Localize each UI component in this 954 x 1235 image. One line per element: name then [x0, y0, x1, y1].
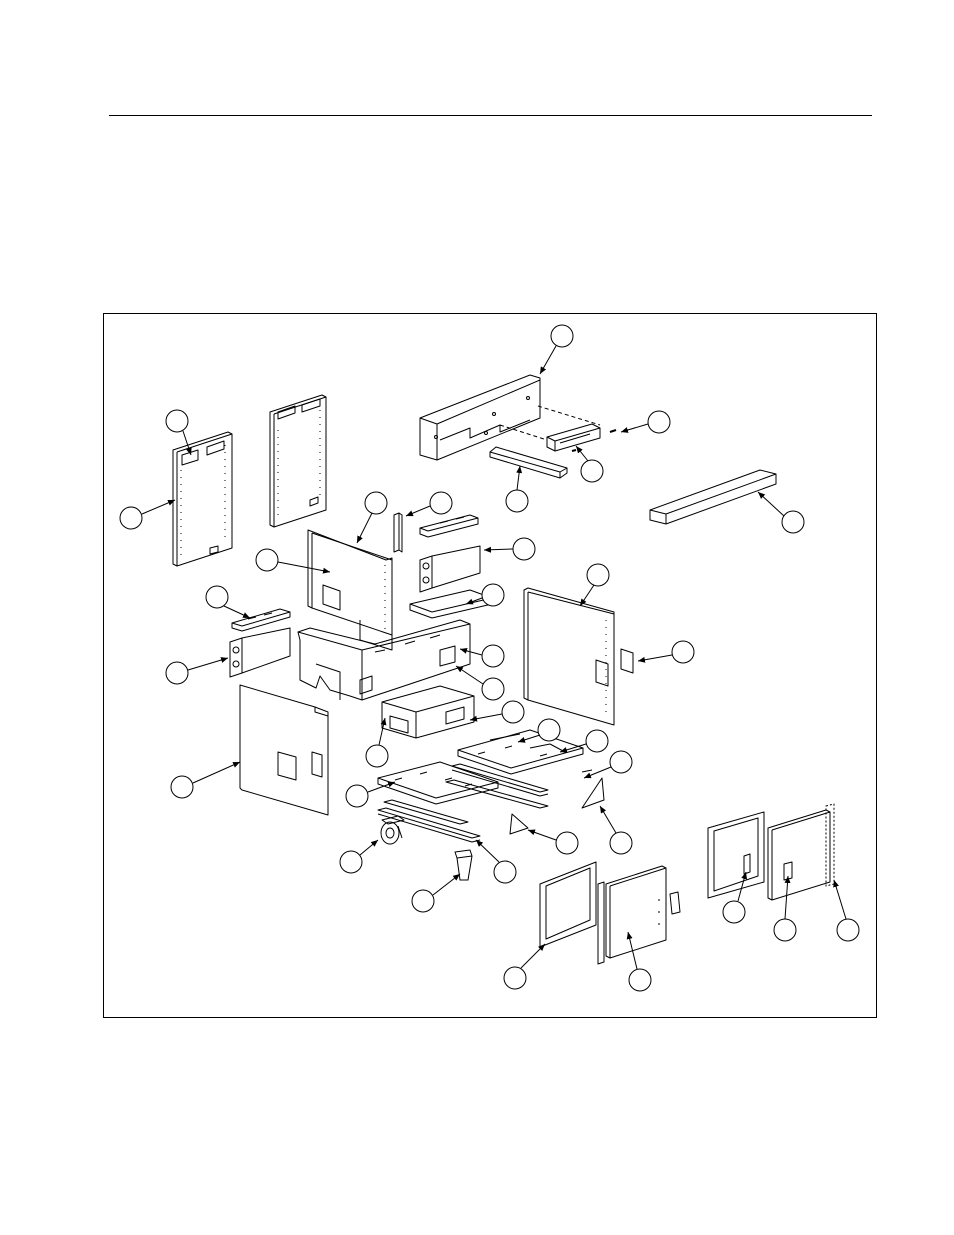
callout-12 [580, 564, 609, 606]
callout-33 [834, 880, 859, 941]
callout-26 [528, 830, 578, 854]
callout-9 [406, 492, 452, 516]
drawer-frame-part [382, 686, 474, 738]
centre-back-panel-part [308, 530, 392, 650]
callout-4 [506, 466, 528, 512]
top-trim-part [650, 470, 776, 524]
side-bracket-lower-part [230, 628, 290, 677]
left-plate-part [232, 609, 290, 631]
callout-5 [758, 492, 804, 533]
right-door-panel-part [768, 810, 830, 900]
callout-17 [166, 658, 228, 684]
vertical-strip-part [394, 513, 402, 552]
callout-21 [366, 718, 388, 767]
door-frame-right-part [708, 812, 764, 898]
callout-22 [560, 730, 608, 752]
large-side-panel-part [524, 588, 614, 725]
door-panel-part [606, 866, 680, 958]
rail-bracket-part [500, 406, 616, 451]
callout-32 [774, 876, 796, 941]
left-floor-plate-part [378, 762, 498, 804]
callout-10 [256, 549, 330, 572]
door-frame-left-part [540, 862, 596, 947]
callout-2 [621, 411, 670, 433]
callout-15 [638, 641, 694, 663]
callout-11 [484, 538, 535, 560]
callout-28 [340, 840, 378, 873]
callout-31 [723, 872, 746, 923]
right-side-panel-part [270, 395, 326, 527]
callout-27 [600, 806, 632, 854]
channel-part [410, 590, 492, 618]
front-panel-part [240, 685, 328, 815]
callout-16 [460, 645, 504, 667]
small-square-plate-part [621, 649, 633, 673]
callout-3 [576, 446, 603, 482]
callout-14 [206, 586, 250, 618]
callout-35 [628, 932, 651, 991]
callout-8 [357, 492, 387, 543]
callout-29 [476, 840, 516, 883]
callout-34 [504, 944, 545, 989]
upper-plate-part [420, 515, 478, 537]
callout-23 [584, 751, 632, 778]
side-bracket-upper-part [420, 546, 480, 592]
angle-rail-part [490, 447, 567, 478]
callout-20 [518, 719, 560, 742]
right-floor-plate-part [458, 730, 583, 774]
rail-pair-part [446, 764, 548, 808]
callout-19 [470, 701, 524, 723]
callout-1 [540, 325, 573, 374]
callout-7 [120, 500, 175, 529]
hinge-strip-part [598, 882, 604, 964]
top-cover-part [420, 375, 540, 460]
callout-24 [171, 762, 240, 798]
gusset-part [510, 770, 604, 834]
callout-30 [412, 874, 460, 912]
callout-18 [456, 666, 504, 700]
left-side-panel-part [173, 432, 232, 566]
